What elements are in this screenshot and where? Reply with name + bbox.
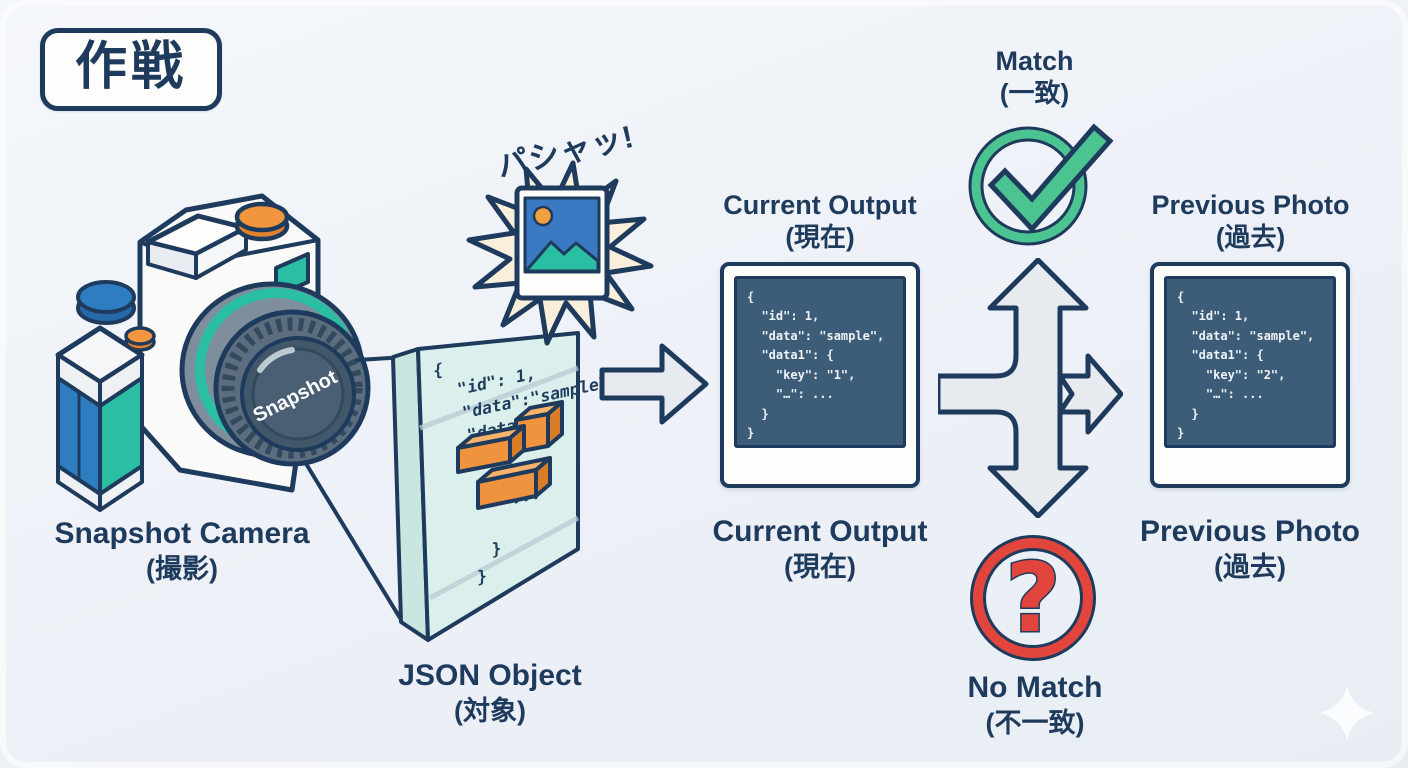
json-object-caption-ja: (対象) <box>454 695 526 726</box>
previous-photo-heading-ja: (過去) <box>1215 221 1286 252</box>
json-object-caption: JSON Object (対象) <box>380 658 600 728</box>
match-heading-ja: (一致) <box>999 77 1070 108</box>
photo-sun-icon <box>532 205 554 227</box>
camera-caption-ja: (撮影) <box>146 553 218 584</box>
camera-caption: Snapshot Camera (撮影) <box>32 516 332 586</box>
current-output-heading-ja: (現在) <box>785 221 855 252</box>
current-output-panel: { "id": 1, "data": "sample", "data1": { … <box>720 262 920 488</box>
no-match-caption-en: No Match <box>967 671 1103 704</box>
match-heading-en: Match <box>995 46 1074 76</box>
strategy-badge: 作戦 <box>40 28 223 112</box>
match-heading: Match (一致) <box>947 46 1122 109</box>
no-match-caption-ja: (不一致) <box>985 707 1085 738</box>
photo-thumbnail-icon <box>514 185 610 301</box>
camera-lens: Snapshot <box>179 281 371 467</box>
previous-photo-caption-ja: (過去) <box>1214 551 1286 582</box>
camera-grip <box>55 280 156 512</box>
snapshot-camera-icon: Snapshot <box>55 193 371 512</box>
previous-photo-panel: { "id": 1, "data": "sample", "data1": { … <box>1150 262 1350 488</box>
sparkle-icon <box>1320 686 1374 740</box>
previous-photo-caption: Previous Photo (過去) <box>1120 514 1380 584</box>
current-output-caption: Current Output (現在) <box>690 514 950 584</box>
previous-photo-code: { "id": 1, "data": "sample", "data1": { … <box>1164 276 1336 448</box>
arrow-right-icon <box>599 343 709 425</box>
camera-flash-burst <box>466 160 654 346</box>
no-match-question-icon: ? <box>970 535 1096 661</box>
photo-mountains-icon <box>524 240 600 273</box>
no-match-caption: No Match (不一致) <box>935 670 1135 740</box>
camera-projection-lines <box>303 356 402 620</box>
current-output-caption-en: Current Output <box>712 515 928 548</box>
current-output-caption-ja: (現在) <box>784 551 856 582</box>
json-object-caption-en: JSON Object <box>398 659 582 692</box>
strategy-badge-label: 作戦 <box>75 38 188 96</box>
current-output-heading-en: Current Output <box>723 190 917 220</box>
previous-photo-heading-en: Previous Photo <box>1151 190 1350 220</box>
current-output-code: { "id": 1, "data": "sample", "data1": { … <box>734 276 906 448</box>
branch-arrow-icon <box>938 258 1123 518</box>
match-check-icon <box>968 123 1114 246</box>
data-blocks-icon <box>456 400 564 510</box>
previous-photo-caption-en: Previous Photo <box>1139 515 1361 548</box>
svg-text:?: ? <box>1005 544 1060 654</box>
previous-photo-heading: Previous Photo (過去) <box>1128 190 1373 253</box>
current-output-heading: Current Output (現在) <box>700 190 940 253</box>
camera-caption-en: Snapshot Camera <box>54 517 310 550</box>
